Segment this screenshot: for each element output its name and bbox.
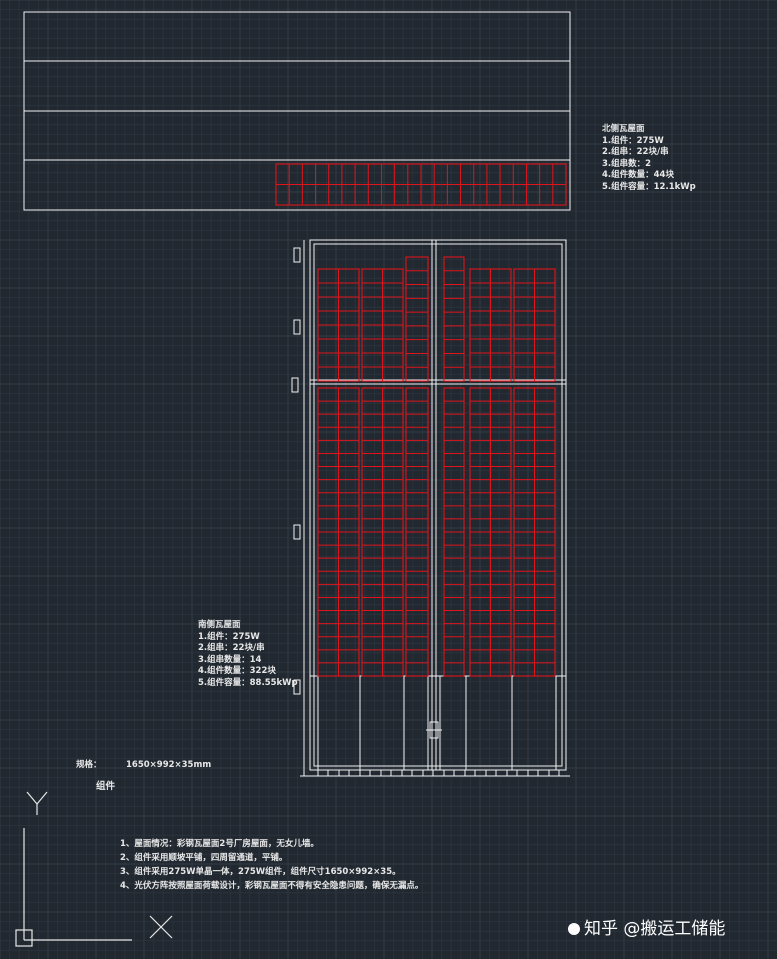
module-caption: 组件	[96, 781, 116, 792]
module-spec-label: 规格：	[76, 760, 102, 770]
footing	[359, 769, 371, 777]
footing	[485, 769, 497, 777]
support-tab	[293, 247, 301, 263]
north-roof-note-line: 5.组件容量：12.1kWp	[602, 181, 696, 192]
remark-line: 3、组件采用275W单晶一体，275W组件，组件尺寸1650×992×35。	[120, 867, 401, 877]
support-tab	[293, 524, 301, 540]
south-roof-panel-array	[317, 256, 556, 677]
north-roof-note: 北侧瓦屋面 1.组件：275W 2.组串：22块/串 3.组串数：2 4.组件数…	[602, 124, 696, 193]
footing	[506, 769, 518, 777]
south-roof-note-line: 4.组件数量：322块	[198, 666, 276, 676]
south-roof-note-line: 2.组串：22块/串	[198, 643, 265, 653]
north-roof-note-line: 1.组件：275W	[602, 135, 664, 146]
footing	[548, 769, 560, 777]
south-roof-note: 南侧瓦屋面 1.组件：275W 2.组串：22块/串 3.组串数量：14 4.组…	[198, 620, 298, 689]
footing	[317, 769, 329, 777]
south-roof-note-line: 3.组串数量：14	[198, 654, 262, 665]
north-roof-note-line: 2.组串：22块/串	[602, 147, 669, 157]
watermark: 知乎 @搬运工储能	[568, 914, 725, 939]
south-roof-plan	[300, 239, 570, 777]
north-roof-plan	[23, 11, 571, 211]
north-roof-note-title: 北侧瓦屋面	[602, 124, 645, 134]
module-spec-value: 1650×992×35mm	[126, 760, 212, 770]
footing	[422, 769, 434, 777]
south-roof-note-line: 1.组件：275W	[198, 631, 260, 642]
footing	[464, 769, 476, 777]
footing	[443, 769, 455, 777]
footing	[401, 769, 413, 777]
footing	[380, 769, 392, 777]
south-roof-note-line: 5.组件容量：88.55kWp	[198, 677, 298, 688]
support-tab	[293, 319, 301, 335]
roof-structure-lines	[291, 247, 560, 777]
north-roof-note-line: 3.组串数：2	[602, 158, 652, 169]
pv-module-block	[405, 256, 429, 382]
watermark-text: 知乎 @搬运工储能	[584, 919, 726, 939]
footing	[527, 769, 539, 777]
footing	[338, 769, 350, 777]
remarks: 1、屋面情况：彩钢瓦屋面2号厂房屋面，无女儿墙。 2、组件采用顺坡平铺，四周留通…	[120, 837, 423, 893]
south-roof-note-title: 南侧瓦屋面	[198, 620, 241, 630]
pv-module-block	[443, 256, 465, 382]
north-roof-note-line: 4.组件数量：44块	[602, 170, 674, 180]
remark-line: 4、光伏方阵按照屋面荷载设计，彩钢瓦屋面不得有安全隐患问题，确保无漏点。	[120, 881, 424, 891]
support-tab	[293, 679, 301, 695]
ucs-axis-icon	[15, 791, 132, 947]
remark-line: 1、屋面情况：彩钢瓦屋面2号厂房屋面，无女儿墙。	[120, 839, 319, 849]
north-roof-panel-array	[275, 163, 567, 206]
crosshair-icon	[149, 915, 173, 939]
remark-line: 2、组件采用顺坡平铺，四周留通道，平铺。	[120, 853, 288, 863]
wechat-icon	[568, 923, 580, 935]
support-tab	[291, 377, 299, 393]
